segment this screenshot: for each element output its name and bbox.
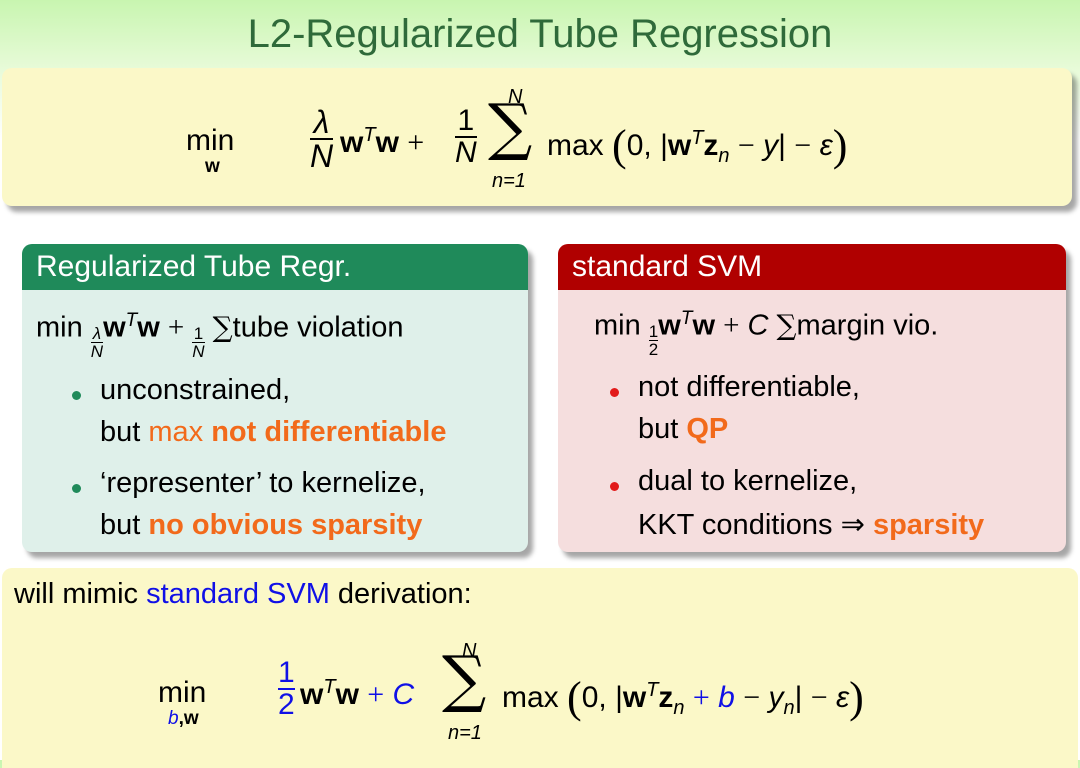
bullet-icon bbox=[610, 482, 619, 491]
left-bullet-2-line1: ‘representer’ to kernelize, bbox=[100, 467, 426, 499]
regularized-tube-box: Regularized Tube Regr. min λ N wTw + 1 N… bbox=[22, 244, 528, 552]
top-sum-top: N bbox=[508, 86, 523, 108]
top-sigma: ∑ bbox=[488, 90, 533, 163]
top-sum-bottom: n=1 bbox=[492, 170, 526, 192]
left-formula: min λ N wTw + 1 N ∑tube violation bbox=[36, 310, 404, 361]
top-lambda-fraction: λ N bbox=[310, 104, 334, 174]
right-bullet-2-line1: dual to kernelize, bbox=[638, 465, 858, 497]
regularized-tube-header: Regularized Tube Regr. bbox=[22, 244, 528, 290]
standard-svm-header: standard SVM bbox=[558, 244, 1066, 290]
bullet-icon bbox=[610, 388, 619, 397]
left-bullet-1-line2: but max not differentiable bbox=[100, 416, 447, 448]
bottom-min-sub: b,w bbox=[168, 708, 199, 729]
top-min-sub: w bbox=[205, 156, 220, 177]
right-bullet-1-line2: but QP bbox=[638, 413, 729, 445]
bottom-sum-bottom: n=1 bbox=[448, 722, 482, 744]
right-bullet-2-line2: KKT conditions ⇒ sparsity bbox=[638, 509, 985, 541]
left-bullet-2-line2: but no obvious sparsity bbox=[100, 509, 423, 541]
bottom-sum-top: N bbox=[462, 640, 477, 662]
bottom-panel: will mimic standard SVM derivation: min … bbox=[2, 568, 1078, 768]
bottom-intro: will mimic standard SVM derivation: bbox=[14, 578, 472, 610]
top-wTw: wTw + bbox=[340, 124, 425, 159]
top-one-over-N: 1 N bbox=[455, 104, 477, 169]
bottom-max-expr: max (0, |wTzn + b − yn| − ε) bbox=[502, 673, 864, 722]
right-formula: min 1 2 wTw + C ∑margin vio. bbox=[594, 308, 939, 359]
top-max-expr: max (0, |wTzn − y| − ε) bbox=[547, 121, 848, 170]
standard-svm-box: standard SVM min 1 2 wTw + C ∑margin vio… bbox=[558, 244, 1066, 552]
bottom-wTw: wTw + C bbox=[300, 676, 415, 711]
bullet-icon bbox=[72, 484, 81, 493]
left-bullet-1-line1: unconstrained, bbox=[100, 374, 291, 406]
bottom-sigma: ∑ bbox=[442, 642, 487, 715]
right-bullet-1-line1: not differentiable, bbox=[638, 371, 860, 403]
top-min: min bbox=[186, 124, 235, 157]
bottom-min: min bbox=[158, 676, 207, 709]
top-formula-panel: min w λ N wTw + 1 N N ∑ n=1 max (0, |wTz… bbox=[2, 68, 1072, 206]
page-title: L2-Regularized Tube Regression bbox=[247, 12, 833, 56]
bottom-half-fraction: 1 2 bbox=[278, 656, 295, 721]
bullet-icon bbox=[72, 391, 81, 400]
